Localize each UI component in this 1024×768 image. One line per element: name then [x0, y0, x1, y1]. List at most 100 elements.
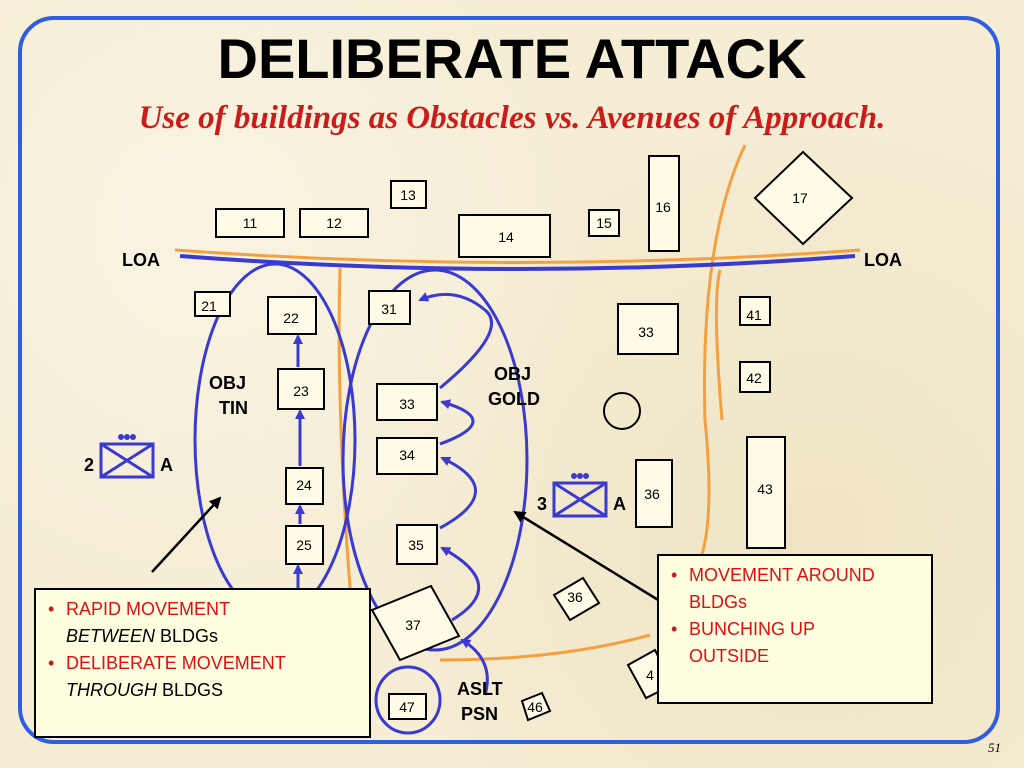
building-36b	[635, 459, 673, 528]
infantry-platoon-symbol-icon	[552, 481, 608, 518]
infantry-platoon-symbol-icon	[99, 442, 155, 479]
buildings	[194, 150, 854, 722]
building-47	[388, 693, 427, 720]
building-label-47: 47	[399, 699, 415, 715]
building-labels: 11 12 13 14 15 16 17 21 22 31 33 41 42 2…	[201, 187, 808, 715]
building-33a	[617, 303, 679, 355]
pointer-arrow-right	[513, 510, 669, 608]
callout-left-line-4-rest: BLDGS	[157, 680, 224, 700]
building-label-33b: 33	[399, 396, 415, 412]
building-label-46: 46	[527, 699, 543, 715]
building-24	[285, 467, 324, 505]
callout-left-line-3: DELIBERATE MOVEMENT	[66, 653, 286, 673]
unit-2-symbol: 2 A	[84, 434, 173, 479]
callout-left-item-1: • RAPID MOVEMENT BETWEEN BLDGs	[48, 599, 231, 646]
building-label-34: 34	[399, 447, 415, 463]
building-label-16: 16	[655, 199, 671, 215]
building-label-13: 13	[400, 187, 416, 203]
building-label-35: 35	[408, 537, 424, 553]
building-16	[648, 155, 680, 252]
callout-right-item-1: • MOVEMENT AROUND BLDGs	[671, 565, 875, 612]
street-bottom	[439, 633, 651, 662]
callout-left-line-2-italic: BETWEEN	[66, 626, 156, 646]
building-46	[520, 691, 552, 722]
round-structure	[603, 392, 641, 430]
building-label-43: 43	[757, 481, 773, 497]
loa-label-right: LOA	[864, 250, 902, 270]
callout-right-line-1: MOVEMENT AROUND	[689, 565, 875, 585]
building-label-23: 23	[293, 383, 309, 399]
page-number: 51	[988, 740, 1001, 755]
callout-right-item-2: • BUNCHING UP OUTSIDE	[671, 619, 816, 666]
pointer-arrow-left	[151, 496, 222, 573]
building-31	[368, 290, 411, 325]
building-36a	[552, 576, 601, 622]
building-label-21: 21	[201, 298, 217, 314]
aslt-psn-boundary	[374, 665, 442, 735]
slide-title: DELIBERATE ATTACK	[217, 27, 807, 90]
obj-tin-label-1: OBJ	[209, 373, 246, 393]
obj-tin-label-2: TIN	[219, 398, 248, 418]
building-22	[267, 296, 317, 335]
building-21	[194, 291, 231, 317]
building-label-22: 22	[283, 310, 299, 326]
building-33b	[376, 383, 438, 421]
unit-3-letter: A	[613, 494, 626, 514]
unit-2-number: 2	[84, 455, 94, 475]
loa-line	[179, 254, 856, 271]
street-right	[698, 144, 747, 561]
building-label-15: 15	[596, 215, 612, 231]
obj-gold-boundary	[341, 268, 529, 652]
callout-left-line-4-italic: THROUGH	[66, 680, 157, 700]
callout-left-line-1: RAPID MOVEMENT	[66, 599, 231, 619]
slide-frame	[18, 16, 1000, 744]
callout-right-line-2: BLDGs	[689, 592, 748, 612]
loa-label-left: LOA	[122, 250, 160, 270]
building-label-17: 17	[792, 190, 808, 206]
callout-left-line-2-rest: BLDGs	[155, 626, 219, 646]
building-35	[396, 524, 438, 565]
building-25	[285, 525, 324, 565]
building-label-36a: 36	[567, 589, 583, 605]
building-label-33a: 33	[638, 324, 654, 340]
building-label-42: 42	[746, 370, 762, 386]
slide-subtitle: Use of buildings as Obstacles vs. Avenue…	[138, 100, 886, 136]
building-label-24: 24	[296, 477, 312, 493]
building-label-11: 11	[243, 215, 258, 231]
building-label-44: 4	[646, 667, 654, 683]
callout-right-line-4: OUTSIDE	[689, 646, 770, 666]
unit-3-number: 3	[537, 494, 547, 514]
building-17	[753, 150, 854, 246]
obj-gold-route	[418, 292, 494, 696]
callout-left-item-2: • DELIBERATE MOVEMENT THROUGH BLDGS	[48, 653, 286, 700]
building-label-14: 14	[498, 229, 514, 245]
aslt-psn-label-1: ASLT	[457, 679, 503, 699]
obj-tin-route	[293, 334, 305, 590]
building-15	[588, 209, 620, 237]
building-label-36b: 36	[644, 486, 660, 502]
street-top	[174, 248, 861, 264]
building-label-12: 12	[326, 215, 342, 231]
obj-gold-label-1: OBJ	[494, 364, 531, 384]
building-43	[746, 436, 786, 549]
building-34	[376, 437, 438, 475]
callout-between-through: • RAPID MOVEMENT BETWEEN BLDGs • DELIBER…	[34, 588, 371, 738]
building-11	[215, 208, 285, 238]
building-14	[458, 214, 551, 258]
aslt-psn-label-2: PSN	[461, 704, 498, 724]
street-right-lower	[714, 269, 724, 421]
building-37	[370, 584, 461, 662]
building-label-25: 25	[296, 537, 312, 553]
building-42	[739, 361, 771, 393]
unit-3-symbol: 3 A	[537, 473, 626, 518]
building-41	[739, 296, 771, 326]
callout-around-bunching: • MOVEMENT AROUND BLDGs • BUNCHING UP OU…	[657, 554, 933, 704]
building-label-41: 41	[746, 307, 762, 323]
unit-2-letter: A	[160, 455, 173, 475]
building-label-37: 37	[405, 617, 421, 633]
building-12	[299, 208, 369, 238]
obj-gold-label-2: GOLD	[488, 389, 540, 409]
building-13	[390, 180, 427, 209]
